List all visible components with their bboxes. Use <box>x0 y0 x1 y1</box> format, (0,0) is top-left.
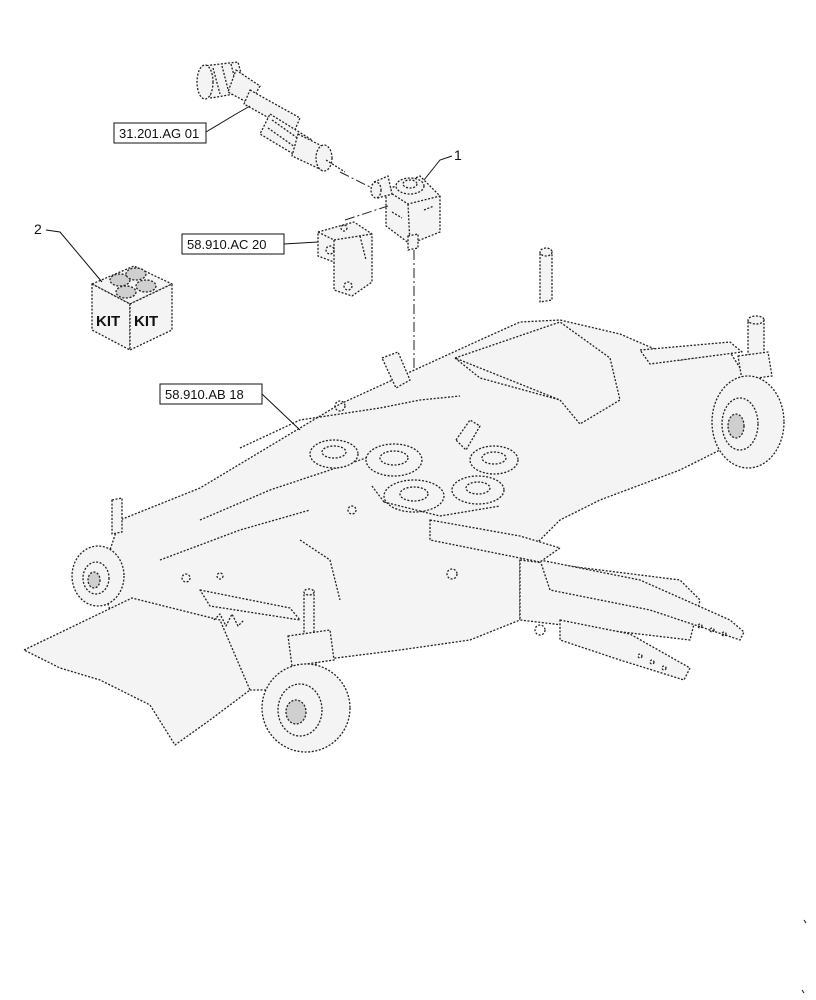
ref-58910ac-label: 58.910.AC 20 <box>187 237 267 252</box>
kit-label-right: KIT <box>134 313 158 330</box>
callout-2-leader <box>45 229 103 283</box>
drive-shaft[interactable] <box>196 61 346 173</box>
kit-box[interactable]: KIT KIT <box>91 265 173 351</box>
bracket-center-line <box>344 205 389 221</box>
rear-right-caster[interactable] <box>539 247 785 469</box>
deck-pulleys[interactable] <box>309 351 519 517</box>
ref-31201-leader <box>205 105 251 133</box>
ref-58910ac-box[interactable]: 58.910.AC 20 <box>181 233 285 255</box>
mower-deck[interactable] <box>23 319 761 746</box>
ref-58910ab-label: 58.910.AB 18 <box>165 387 244 402</box>
ref-58910ab-box[interactable]: 58.910.AB 18 <box>159 383 263 405</box>
kit-label-left: KIT <box>96 313 120 330</box>
callout-1-label: 1 <box>454 147 462 163</box>
rear-left-caster[interactable] <box>71 497 125 607</box>
ref-58910ac-leader <box>283 241 319 245</box>
ref-58910ab-leader <box>261 393 301 431</box>
gearbox[interactable] <box>370 175 441 251</box>
stray-mark-1 <box>803 919 807 924</box>
callout-1-leader <box>423 155 453 181</box>
front-caster[interactable] <box>261 588 351 753</box>
ref-31201-box[interactable]: 31.201.AG 01 <box>113 122 207 144</box>
stray-mark-2 <box>801 989 805 994</box>
ref-31201-label: 31.201.AG 01 <box>119 126 199 141</box>
gearbox-bracket[interactable] <box>317 221 373 297</box>
callout-2-label: 2 <box>34 221 42 237</box>
